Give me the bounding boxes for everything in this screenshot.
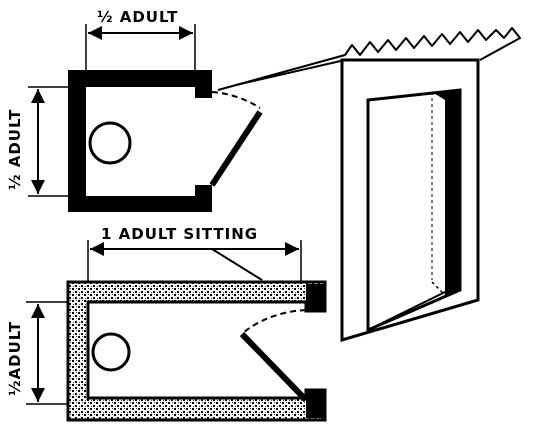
bottom-depth-label: ½ADULT [6, 321, 24, 396]
bottom-width-label: 1 ADULT SITTING [101, 225, 258, 243]
top-shelter: ½ ADULT ½ ADULT [6, 8, 263, 212]
bottom-door-flap [239, 331, 309, 403]
top-depth-label: ½ ADULT [6, 109, 24, 190]
bottom-door-swing [243, 309, 307, 333]
top-width-label: ½ ADULT [97, 8, 178, 26]
leader-line [211, 248, 263, 281]
top-door-flap [209, 110, 263, 187]
bottom-shelter: 1 ADULT SITTING ½ADULT [6, 225, 327, 422]
top-door-swing [211, 91, 261, 109]
perspective-shelter [217, 27, 521, 343]
top-shelter-wall [68, 70, 212, 212]
top-occupant-circle [88, 121, 132, 165]
door-jamb-shadow [432, 90, 460, 295]
bottom-occupant-circle [91, 332, 131, 372]
